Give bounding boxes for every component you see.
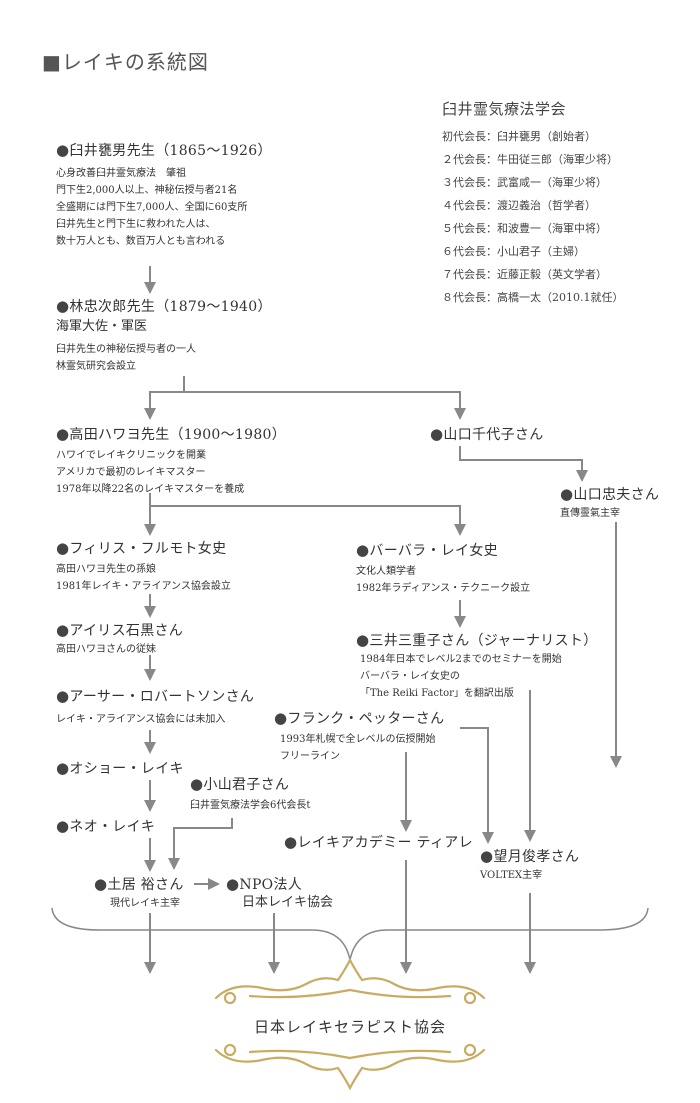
ornament-top-inner	[248, 988, 452, 999]
furumoto-detail-1: 高田ハワヨ先生の孫娘	[56, 564, 156, 575]
usui-detail-5: 数十万人とも、数百万人とも言われる	[56, 236, 226, 247]
academy-name: レイキアカデミー ティアレ	[297, 835, 473, 851]
takata-detail-1: ハワイでレイキクリニックを開業	[56, 450, 206, 461]
usui-detail-4: 臼井先生と門下生に救われた人は、	[56, 219, 216, 230]
hayashi-detail-1: 臼井先生の神秘伝授与者の一人	[56, 344, 196, 355]
arrow-koyama-doi	[168, 818, 233, 870]
neo-name: ネオ・レイキ	[69, 819, 156, 835]
node-neo: ●ネオ・レイキ	[56, 817, 156, 835]
ornament-curl-right-top	[463, 991, 477, 1005]
node-ray: ●バーバラ・レイ女史 文化人類学者 1982年ラディアンス・テクニーク設立	[356, 540, 530, 597]
mitsui-detail-2: バーバラ・レイ女史の	[360, 671, 460, 682]
petter-detail-1: 1993年札幌で全レベルの伝授開始	[280, 734, 436, 745]
president-1: 初代会長：臼井甕男（創始者）	[442, 130, 596, 143]
iris-detail-1: 高田ハワヨさんの従妹	[56, 644, 156, 655]
ornament-curl-left-top	[223, 991, 237, 1005]
node-academy: ●レイキアカデミー ティアレ	[284, 833, 473, 851]
association-title: 臼井霊気療法学会	[442, 100, 567, 118]
osho-name: オショー・レイキ	[69, 761, 184, 777]
hayashi-sub: 海軍大佐・軍医	[56, 319, 148, 334]
mitsui-detail-1: 1984年日本でレベル2までのセミナーを開始	[360, 654, 562, 665]
ornament-top	[214, 957, 486, 1000]
final-label: 日本レイキセラピスト協会	[253, 1018, 446, 1036]
usui-name: 臼井甕男先生（1865〜1926）	[69, 143, 272, 159]
ray-name: バーバラ・レイ女史	[369, 543, 498, 559]
usui-detail-3: 全盛期には門下生7,000人、全国に60支所	[56, 202, 248, 213]
furumoto-detail-2: 1981年レイキ・アライアンス協会設立	[56, 581, 231, 592]
president-7: ７代会長：近藤正毅（英文学者）	[442, 268, 607, 281]
node-robertson: ●アーサー・ロバートソンさん レイキ・アライアンス協会には未加入	[56, 686, 254, 728]
hayashi-name: 林忠次郎先生（1879〜1940）	[69, 299, 272, 315]
hayashi-detail-2: 林霊気研究会設立	[56, 361, 136, 372]
node-chiyoko: ●山口千代子さん	[430, 425, 544, 443]
ornament-bottom	[214, 1048, 486, 1091]
node-mochizuki: ●望月俊孝さん VOLTEX主宰	[480, 846, 579, 884]
node-koyama: ●小山君子さん 臼井霊気療法学会6代会長t	[190, 774, 310, 814]
takata-detail-3: 1978年以降22名のレイキマスターを養成	[56, 484, 245, 495]
node-takata: ●高田ハワヨ先生（1900〜1980） ハワイでレイキクリニックを開業 アメリカ…	[56, 424, 286, 498]
ornament-curl-left-bottom	[223, 1043, 237, 1057]
arrow-takata-furumoto	[149, 493, 466, 536]
usui-detail-1: 心身改善臼井霊気療法 肇祖	[56, 168, 186, 179]
president-2: ２代会長：牛田従三郎（海軍少将）	[442, 153, 618, 166]
ornament-bottom-inner	[248, 1049, 452, 1060]
takata-name: 高田ハワヨ先生（1900〜1980）	[69, 427, 287, 443]
node-usui: ●臼井甕男先生（1865〜1926） 心身改善臼井霊気療法 肇祖 門下生2,00…	[56, 140, 272, 250]
arrow-hayashi-chiyoko	[184, 391, 466, 420]
mochizuki-name: 望月俊孝さん	[493, 849, 580, 865]
ornament-curl-right-bottom	[463, 1043, 477, 1057]
ornament-frame	[214, 957, 486, 1091]
brace	[51, 907, 649, 961]
node-mitsui: ●三井三重子さん（ジャーナリスト） 1984年日本でレベル2までのセミナーを開始…	[356, 630, 598, 702]
mitsui-detail-3: 「The Reiki Factor」を翻訳出版	[360, 688, 514, 699]
page-title: ■レイキの系統図	[42, 50, 209, 74]
node-doi: ●土居 裕さん 現代レイキ主宰	[94, 874, 184, 912]
tadao-detail-1: 直傳靈氣主宰	[560, 508, 620, 519]
node-iris: ●アイリス石黒さん 高田ハワヨさんの従妹	[56, 620, 183, 658]
npo-detail-1: 日本レイキ協会	[242, 895, 334, 910]
npo-name: NPO法人	[239, 877, 303, 893]
koyama-detail-1: 臼井霊気療法学会6代会長t	[190, 800, 311, 811]
ray-detail-2: 1982年ラディアンス・テクニーク設立	[356, 583, 531, 594]
robertson-name: アーサー・ロバートソンさん	[69, 689, 255, 705]
koyama-name: 小山君子さん	[203, 777, 290, 793]
president-3: ３代会長：武富咸一（海軍少将）	[442, 176, 607, 189]
node-petter: ●フランク・ペッターさん 1993年札幌で全レベルの伝授開始 フリーライン	[274, 708, 444, 765]
petter-name: フランク・ペッターさん	[287, 711, 445, 727]
arrow-chiyoko-tadao	[459, 446, 588, 482]
takata-detail-2: アメリカで最初のレイキマスター	[56, 467, 206, 478]
furumoto-name: フィリス・フルモト女史	[69, 541, 227, 557]
chiyoko-name: 山口千代子さん	[443, 427, 544, 443]
petter-detail-2: フリーライン	[280, 751, 340, 762]
doi-name: 土居 裕さん	[107, 877, 184, 893]
mitsui-name: 三井三重子さん（ジャーナリスト）	[369, 633, 598, 649]
node-hayashi: ●林忠次郎先生（1879〜1940） 海軍大佐・軍医 臼井先生の神秘伝授与者の一…	[56, 296, 272, 375]
node-npo: ●NPO法人 日本レイキ協会	[226, 875, 334, 910]
node-furumoto: ●フィリス・フルモト女史 高田ハワヨ先生の孫娘 1981年レイキ・アライアンス協…	[56, 538, 231, 595]
iris-name: アイリス石黒さん	[69, 623, 184, 639]
usui-detail-2: 門下生2,000人以上、神秘伝授与者21名	[56, 185, 238, 196]
president-8: ８代会長：高橋一太（2010.1就任）	[442, 291, 624, 304]
ray-detail-1: 文化人類学者	[356, 566, 416, 577]
arrow-petter-mochizuki	[460, 727, 494, 844]
mochizuki-detail-1: VOLTEX主宰	[480, 870, 543, 881]
robertson-detail-1: レイキ・アライアンス協会には未加入	[56, 714, 226, 725]
node-osho: ●オショー・レイキ	[56, 759, 184, 777]
node-tadao: ●山口忠夫さん 直傳靈氣主宰	[560, 484, 659, 522]
arrow-hayashi-takata	[144, 376, 185, 420]
president-4: ４代会長：渡辺義治（哲学者）	[442, 199, 596, 212]
president-6: ６代会長：小山君子（主婦）	[442, 245, 585, 258]
tadao-name: 山口忠夫さん	[573, 487, 660, 503]
association-panel: 臼井霊気療法学会 初代会長：臼井甕男（創始者） ２代会長：牛田従三郎（海軍少将）…	[442, 98, 624, 309]
president-5: ５代会長：和波豊一（海軍中将）	[442, 222, 607, 235]
doi-detail-1: 現代レイキ主宰	[110, 898, 180, 909]
